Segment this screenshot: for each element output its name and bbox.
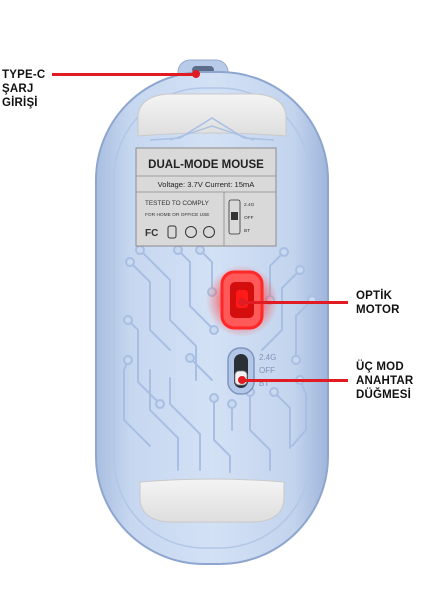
label-mode-2: OFF xyxy=(244,215,254,221)
typec-callout-label: TYPE-C ŞARJ GİRİŞİ xyxy=(2,68,45,110)
battery-icon xyxy=(167,225,177,239)
label-mode-1: 2.4G xyxy=(244,202,255,208)
circuit-pattern xyxy=(123,249,313,473)
label-switch-diagram xyxy=(228,199,241,235)
bottom-glide-pad xyxy=(139,478,285,523)
label-tested: TESTED TO COMPLY xyxy=(145,200,210,207)
optic-callout-line xyxy=(244,301,348,304)
label-usage: FOR HOME OR OFFICE USE xyxy=(145,212,210,218)
switch-label-3: BT xyxy=(259,379,269,388)
switch-callout-line-2: ANAHTAR xyxy=(356,375,414,387)
optic-callout-line-1: OPTİK xyxy=(356,290,393,302)
switch-callout-line-3: DÜĞMESİ xyxy=(356,389,412,401)
label-fc-mark: FC xyxy=(145,228,158,239)
typec-callout-line-2: ŞARJ xyxy=(2,83,34,95)
typec-callout-dot xyxy=(192,70,200,78)
label-title: DUAL-MODE MOUSE xyxy=(148,159,264,171)
switch-callout-dot xyxy=(238,376,246,384)
top-glide-pad xyxy=(137,93,287,137)
switch-callout-label: ÜÇ MOD ANAHTAR DÜĞMESİ xyxy=(356,360,413,402)
optic-callout-dot xyxy=(238,298,246,306)
typec-callout-line-3: GİRİŞİ xyxy=(2,97,38,109)
label-spec: Voltage: 3.7V Current: 15mA xyxy=(158,180,256,189)
optic-callout-line-2: MOTOR xyxy=(356,304,400,316)
typec-callout-line xyxy=(52,73,196,76)
product-label-sticker: DUAL-MODE MOUSE Voltage: 3.7V Current: 1… xyxy=(135,147,277,247)
optic-callout-label: OPTİK MOTOR xyxy=(356,289,400,317)
typec-callout-line-1: TYPE-C xyxy=(2,69,46,81)
switch-callout-line-1: ÜÇ MOD xyxy=(356,361,404,373)
switch-label-2: OFF xyxy=(259,366,275,375)
label-mode-3: BT xyxy=(244,228,250,234)
mode-switch: 2.4G OFF BT xyxy=(227,347,276,395)
recycle-icon xyxy=(185,226,197,238)
compliance-icon xyxy=(203,226,215,238)
switch-callout-line xyxy=(244,379,348,382)
switch-label-1: 2.4G xyxy=(259,353,276,362)
